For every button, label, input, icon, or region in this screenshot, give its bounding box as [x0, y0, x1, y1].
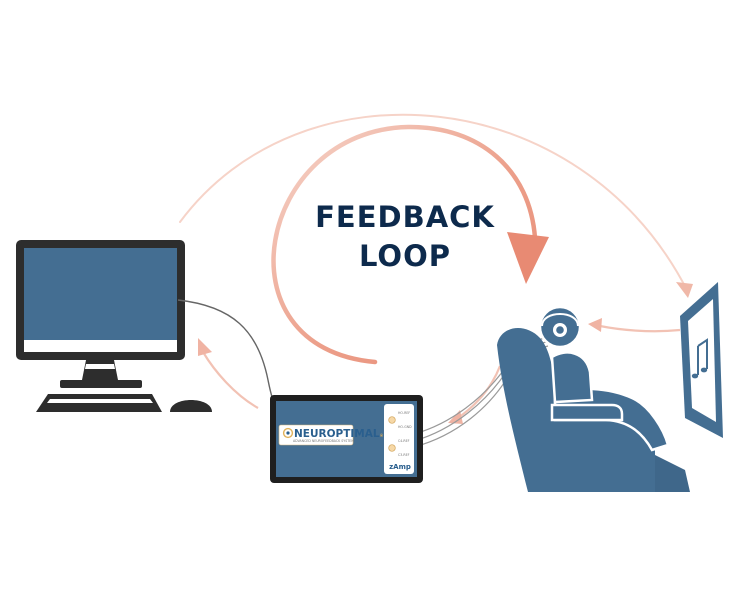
port-label: HO-REF	[398, 411, 410, 415]
zamp-logo: zAmp	[389, 463, 411, 471]
amplifier-brand-name: NEUROPTIMAL®	[294, 428, 384, 440]
port-label: HO-GND	[398, 425, 412, 429]
eeg-amplifier-device: NEUROPTIMAL® ADVANCED NEUROFEEDBACK SYST…	[270, 395, 423, 483]
central-feedback-arrow	[271, 124, 549, 365]
port-connector-top	[388, 416, 396, 424]
music-note-icon	[691, 338, 708, 379]
keyboard-icon	[36, 394, 162, 412]
amplifier-tagline: ADVANCED NEUROFEEDBACK SYSTEM	[293, 439, 354, 443]
brand-registered-mark: ®	[380, 433, 384, 438]
desktop-monitor-icon	[16, 240, 185, 388]
arrow-person-to-amplifier	[448, 365, 502, 424]
headphones-icon	[541, 313, 579, 337]
arrow-display-to-person	[588, 318, 681, 333]
brand-rest: OPTIMAL	[327, 428, 380, 440]
brand-prefix: NEUR	[294, 428, 327, 440]
arrow-amplifier-to-computer	[198, 338, 259, 409]
port-label: C3-REF	[398, 453, 410, 457]
feedback-title: FEEDBACK	[315, 200, 495, 234]
outer-loop-arrow	[179, 113, 693, 298]
port-label: C4-REF	[398, 439, 410, 443]
computer-workstation	[16, 240, 212, 412]
seated-person-with-headphones-icon	[497, 305, 690, 492]
port-connector-bottom	[388, 444, 396, 452]
neuroptimal-logo-icon	[282, 427, 294, 439]
music-display-screen-icon	[680, 282, 723, 438]
mouse-icon	[170, 400, 212, 412]
loop-title: LOOP	[359, 239, 451, 273]
